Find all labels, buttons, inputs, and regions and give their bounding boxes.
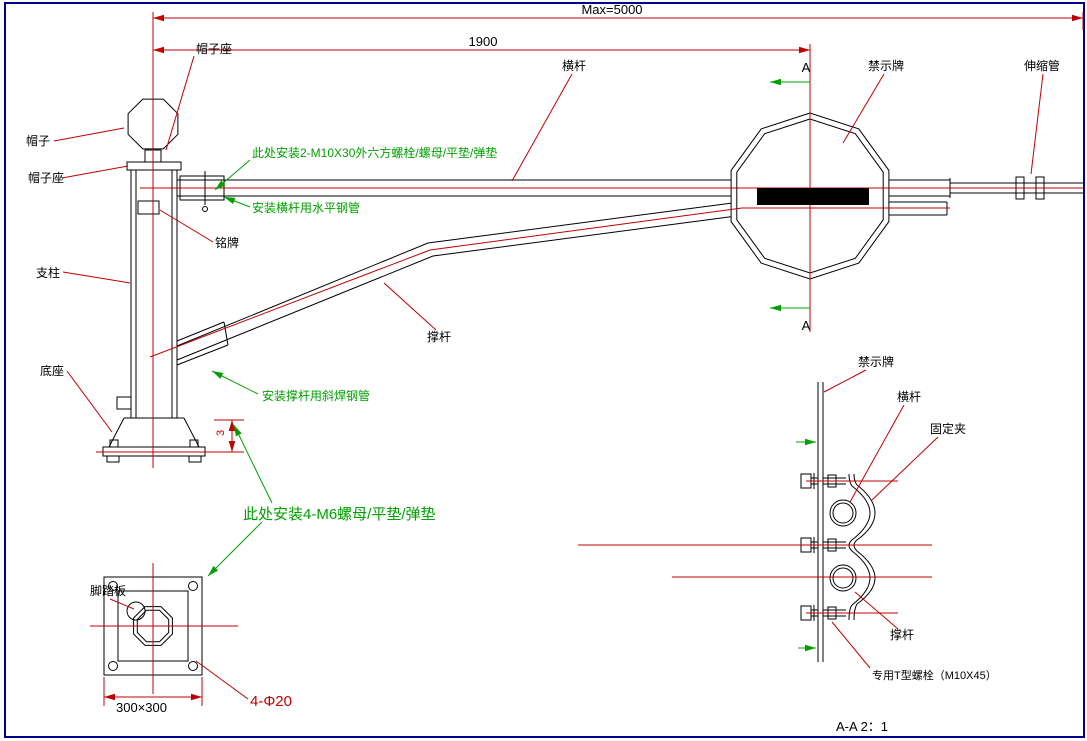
dim-plate-thickness-text: 3 (215, 430, 227, 436)
label-cap: 帽子 (26, 133, 50, 148)
dim-bolt-holes-text: 4-Φ20 (250, 693, 292, 710)
label-nameplate: 铭牌 (215, 235, 239, 250)
bolt-hole (188, 581, 198, 591)
text-labels: Max=5000 1900 帽子座 帽子 帽子座 铭牌 支柱 底座 横杆 禁示牌… (26, 2, 1060, 734)
note-diagonal-pipe: 安装撑杆用斜焊钢管 (262, 388, 370, 403)
label-crossbar: 横杆 (562, 59, 586, 73)
section-marker-bottom: A (802, 318, 811, 333)
cap-seat-flange (126, 161, 182, 171)
bolt-hole (188, 661, 198, 671)
dimension-and-leader-lines (53, 12, 1084, 706)
label-base: 底座 (40, 363, 64, 378)
sheet-border (4, 2, 1085, 738)
bolt-hole (108, 661, 118, 671)
section-title: A-A 2：1 (836, 719, 888, 734)
pole-elevation (102, 98, 206, 463)
label-telescopic-tube: 伸缩管 (1024, 58, 1060, 73)
detail-label-crossbar: 横杆 (897, 390, 921, 404)
leader-bolt-holes (195, 660, 249, 700)
pole-cross-section (133, 606, 173, 646)
note-top-bolts: 此处安装2-M10X30外六方螺栓/螺母/平垫/弹垫 (252, 145, 497, 160)
dim-plate-size-text: 300×300 (116, 700, 167, 715)
detail-label-strut: 撑杆 (890, 627, 914, 642)
detail-label-clamp: 固定夹 (930, 421, 966, 436)
note-horizontal-pipe: 安装横杆用水平钢管 (252, 200, 360, 215)
label-cap-seat-top: 帽子座 (196, 41, 232, 56)
label-foot-pedal: 脚踏板 (90, 583, 126, 598)
green-annotation-lines (207, 78, 816, 652)
label-cap-seat: 帽子座 (28, 170, 64, 185)
label-sign-board: 禁示牌 (868, 59, 904, 73)
dim-1900-text: 1900 (469, 34, 498, 49)
bolt-hole (108, 581, 118, 591)
nameplate-plate (137, 200, 160, 215)
section-detail (800, 382, 876, 662)
strut-centerline (149, 207, 950, 358)
label-column: 支柱 (36, 265, 60, 280)
sign-prohibition-bar (757, 188, 869, 205)
strut-section-pipe (829, 564, 857, 592)
crossbar-section-pipe (829, 499, 857, 527)
detail-label-sign-board: 禁示牌 (858, 355, 894, 369)
label-strut: 撑杆 (427, 329, 451, 344)
note-base-nuts: 此处安装4-M6螺母/平垫/弹垫 (243, 506, 436, 523)
dim-max-text: Max=5000 (581, 2, 642, 17)
detail-label-t-bolt: 专用T型螺栓（M10X45） (872, 668, 997, 682)
cap-octagon (127, 98, 179, 150)
clamp-band (848, 473, 871, 621)
pedal-circle (126, 601, 146, 621)
section-marker-top: A (802, 60, 811, 75)
pedal-stub (116, 396, 132, 410)
